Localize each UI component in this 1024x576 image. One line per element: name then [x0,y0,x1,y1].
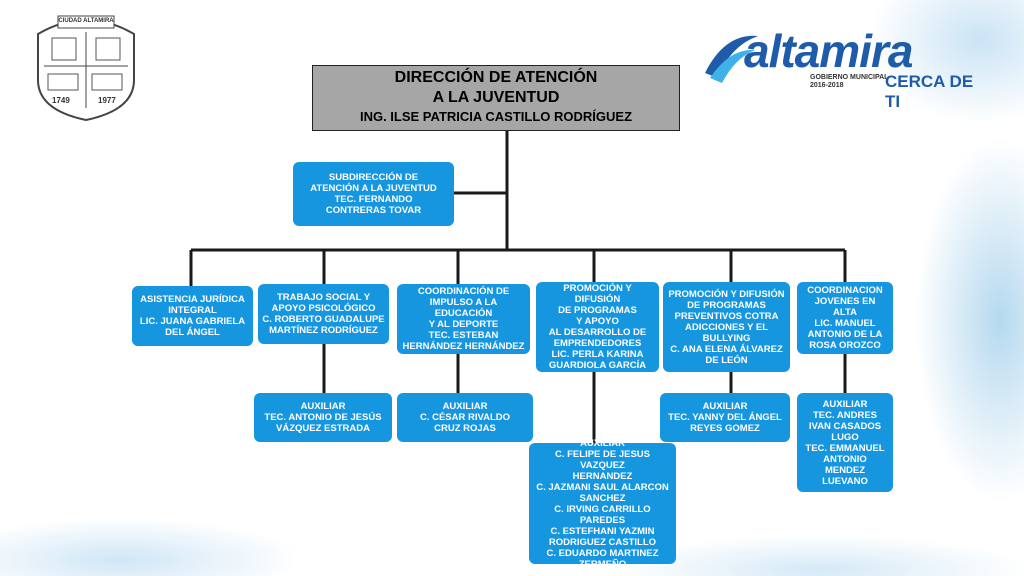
altamira-logo: altamira GOBIERNO MUNICIPAL 2016-2018 CE… [700,18,990,111]
box-line: VÁZQUEZ ESTRADA [276,423,370,434]
box-line: ANTONIO [823,453,867,465]
box-line: AL DESARROLLO DE [548,327,647,338]
box-line: HERNANDEZ [572,470,633,482]
box-line: EMPRENDEDORES [553,338,642,349]
director-box: DIRECCIÓN DE ATENCIÓN A LA JUVENTUD ING.… [312,65,680,131]
box-line: CONTRERAS TOVAR [325,205,422,216]
unit-box-youth-coordination: COORDINACION JOVENES EN ALTA LIC. MANUEL… [797,282,893,354]
unit-box-education-sport: COORDINACIÓN DE IMPULSO A LA EDUCACIÓN Y… [397,284,530,354]
box-line: SANCHEZ [579,492,626,504]
box-line: REYES GOMEZ [690,423,760,434]
box-line: DE PROGRAMAS [558,305,637,316]
auxiliary-box: AUXILIAR TEC. YANNY DEL ÁNGEL REYES GOME… [660,393,790,442]
box-line: APOYO PSICOLÓGICO [271,303,376,314]
box-line: AUXILIAR [822,398,868,410]
box-line: AUXILIAR [580,437,625,449]
box-line: LIC. MANUEL [814,318,876,329]
box-line: MENDEZ [824,464,866,476]
box-line: ATENCIÓN A LA JUVENTUD [310,183,437,194]
director-title-line: A LA JUVENTUD [432,89,560,106]
box-line: GUARDIOLA GARCÍA [548,360,647,371]
box-line: LIC. JUANA GABRIELA [139,316,246,327]
box-line: ANTONIO DE LA [807,329,883,340]
box-line: C. EDUARDO MARTINEZ [546,547,659,559]
auxiliary-box: AUXILIAR C. FELIPE DE JESUS VAZQUEZ HERN… [529,438,676,570]
box-line: TEC. ESTEBAN [428,330,499,341]
box-line: TEC. EMMANUEL [805,442,885,454]
box-line: ALTA [833,307,857,318]
box-line: COORDINACIÓN DE [417,286,510,297]
box-line: Y APOYO [576,316,619,327]
box-line: TEC. ANTONIO DE JESÚS [264,412,382,423]
box-line: ASISTENCIA JURÍDICA [140,294,245,305]
unit-box-social-work: TRABAJO SOCIAL Y APOYO PSICOLÓGICO C. RO… [258,284,389,344]
box-line: TRABAJO SOCIAL Y [276,292,371,303]
box-line: MARTÍNEZ RODRÍGUEZ [269,325,378,336]
box-line: ZERMEÑO [578,558,627,570]
box-line: C. ANA ELENA ÁLVAREZ [670,343,783,355]
unit-box-entrepreneurs: PROMOCIÓN Y DIFUSIÓN DE PROGRAMAS Y APOY… [536,282,659,372]
box-line: JOVENES EN [814,296,876,307]
subdirection-box: SUBDIRECCIÓN DE ATENCIÓN A LA JUVENTUD T… [293,162,454,226]
box-line: LIC. PERLA KARINA [551,349,644,360]
box-line: DE PROGRAMAS [687,299,766,311]
auxiliary-box: AUXILIAR TEC. ANDRES IVAN CASADOS LUGO T… [797,393,893,492]
box-line: C. FELIPE DE JESUS VAZQUEZ [554,448,651,471]
unit-box-prevention: PROMOCIÓN Y DIFUSIÓN DE PROGRAMAS PREVEN… [663,282,790,372]
box-line: CRUZ ROJAS [434,423,496,434]
box-line: TEC. YANNY DEL ÁNGEL [668,412,782,423]
box-line: C. ROBERTO GUADALUPE [262,314,385,325]
box-line: DE LEÓN [705,354,748,366]
box-line: C. CÉSAR RIVALDO [419,412,511,423]
box-line: DEL ÁNGEL [165,327,220,338]
box-line: LUEVANO [822,475,868,487]
box-line: AUXILIAR [300,401,346,412]
box-line: ROSA OROZCO [809,340,881,351]
logo-tagline: CERCA DE TI [885,72,974,111]
box-line: TEC. FERNANDO [334,194,413,205]
box-line: PROMOCIÓN Y DIFUSIÓN [563,283,632,305]
box-line: Y AL DEPORTE [428,319,499,330]
logo-sub-line: 2016-2018 [810,82,844,89]
box-line: C. JAZMANI SAUL ALARCON [536,481,669,493]
logo-sub-line: GOBIERNO MUNICIPAL [810,74,889,81]
seal-text: CIUDAD ALTAMIRA [58,18,114,24]
director-title-line: DIRECCIÓN DE ATENCIÓN [394,69,598,86]
box-line: PREVENTIVOS COTRA [674,310,779,322]
box-line: AUXILIAR [442,401,488,412]
director-name: ING. ILSE PATRICIA CASTILLO RODRÍGUEZ [359,109,633,124]
box-line: BULLYING [702,332,751,344]
unit-box-legal: ASISTENCIA JURÍDICA INTEGRAL LIC. JUANA … [132,286,253,346]
auxiliary-box: AUXILIAR C. CÉSAR RIVALDO CRUZ ROJAS [397,393,533,442]
logo-subtitle: GOBIERNO MUNICIPAL 2016-2018 [810,74,888,90]
box-line: HERNÁNDEZ HERNÁNDEZ [402,341,525,352]
box-line: ADICCIONES Y EL [684,321,769,333]
box-line: C. ESTEFHANI YAZMIN [550,525,655,537]
city-seal: CIUDAD ALTAMIRA 1749 1977 [30,10,142,122]
box-line: COORDINACION [807,285,883,296]
box-line: AUXILIAR [702,401,748,412]
seal-year-left: 1749 [52,96,70,105]
logo-word: altamira [744,25,913,77]
box-line: SUBDIRECCIÓN DE [328,172,419,183]
box-line: RODRIGUEZ CASTILLO [548,536,657,548]
box-line: LUGO [831,431,859,443]
box-line: TEC. ANDRES [812,409,878,421]
box-line: PROMOCIÓN Y DIFUSIÓN [668,288,785,300]
seal-year-right: 1977 [98,96,116,105]
box-line: INTEGRAL [168,305,217,316]
box-line: C. IRVING CARRILLO PAREDES [554,503,651,526]
box-line: IMPULSO A LA EDUCACIÓN [429,297,498,319]
auxiliary-box: AUXILIAR TEC. ANTONIO DE JESÚS VÁZQUEZ E… [254,393,392,442]
box-line: IVAN CASADOS [808,420,882,432]
